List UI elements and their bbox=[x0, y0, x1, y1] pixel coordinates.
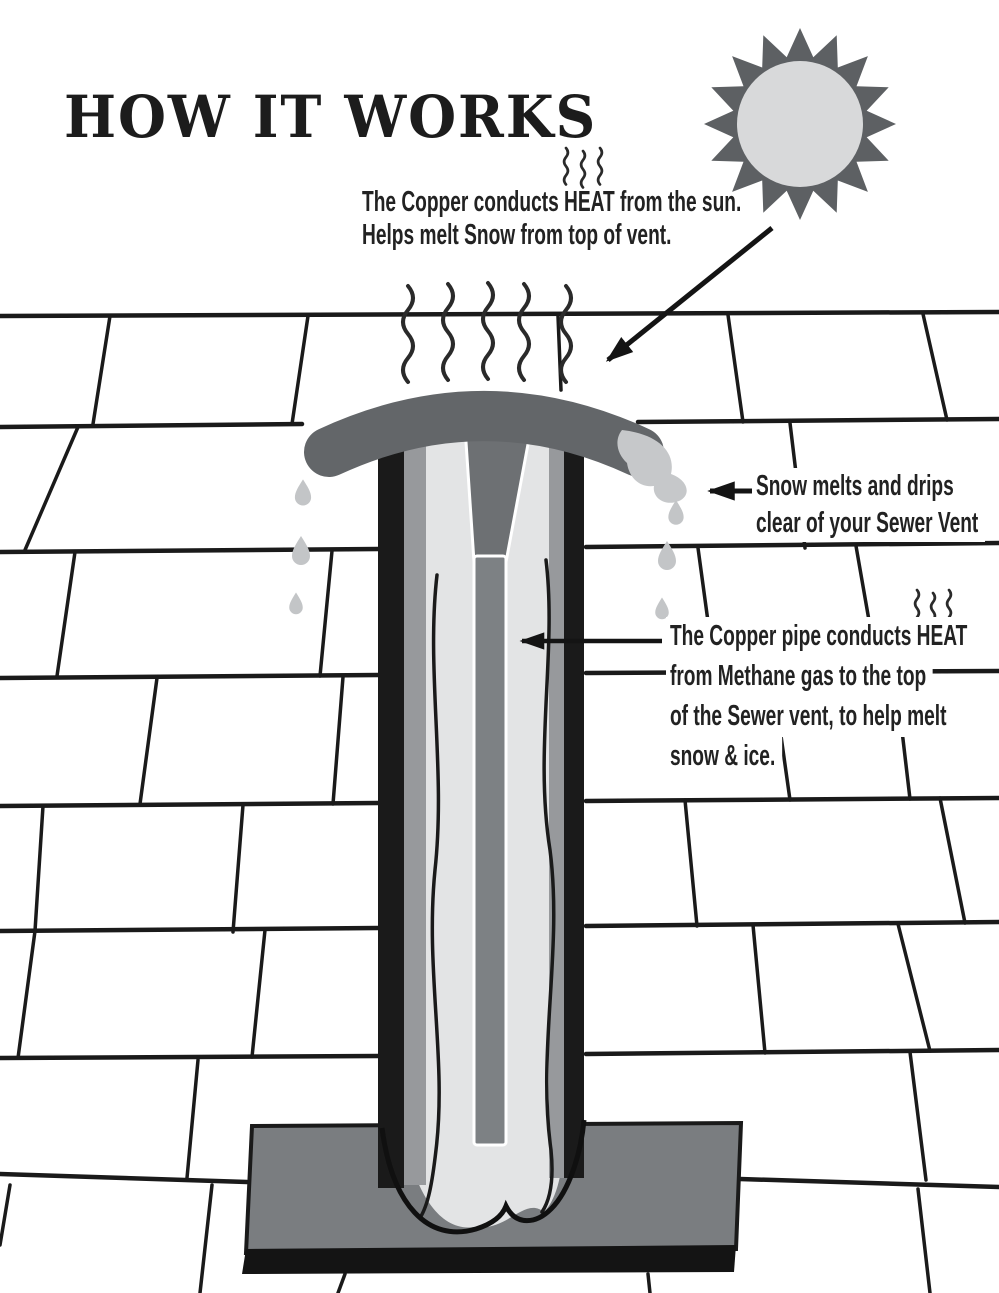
sun-caption-line2: Helps melt Snow from top of vent. bbox=[362, 219, 672, 251]
water-drop-icon bbox=[292, 536, 310, 565]
heat-wave-icon bbox=[596, 146, 604, 186]
water-drop-icon bbox=[289, 592, 303, 615]
heat-wave-icon bbox=[401, 284, 415, 384]
pipe-caption-line3: of the Sewer vent, to help melt bbox=[666, 697, 954, 737]
melting-snow bbox=[617, 430, 687, 503]
heat-wave-icon bbox=[562, 146, 570, 186]
pipe-wall-left bbox=[378, 443, 404, 1188]
vent-cap bbox=[304, 391, 664, 477]
water-drips-left bbox=[289, 479, 312, 615]
heat-waves-large bbox=[401, 281, 573, 384]
drip-caption: Snow melts and drips clear of your Sewer… bbox=[752, 468, 985, 542]
roof-shingles bbox=[0, 309, 999, 1293]
water-drop-icon bbox=[294, 479, 312, 506]
water-drop-icon bbox=[668, 500, 684, 525]
sun-arrow bbox=[605, 226, 774, 362]
pipe-caption: The Copper pipe conducts HEAT from Metha… bbox=[666, 617, 974, 777]
sun-caption-line1: The Copper conducts HEAT from the sun. bbox=[362, 186, 742, 218]
copper-pipe-strip bbox=[462, 410, 536, 1147]
sun-icon bbox=[704, 28, 896, 220]
pipe-caption-line4: snow & ice. bbox=[666, 737, 782, 777]
drip-caption-line1: Snow melts and drips bbox=[752, 468, 961, 505]
pipe-caption-line2: from Methane gas to the top bbox=[666, 657, 933, 697]
page-title: HOW IT WORKS bbox=[64, 82, 598, 151]
heat-wave-icon bbox=[441, 282, 455, 382]
pipe-wall-right bbox=[564, 443, 584, 1178]
pipe-texture-line bbox=[540, 558, 556, 1214]
heat-wave-icon bbox=[481, 281, 495, 381]
heat-wave-icon bbox=[579, 149, 587, 189]
pipe-texture-line bbox=[418, 573, 441, 1220]
pipe-broken-bottom-edge bbox=[379, 1119, 587, 1235]
annotation-arrows bbox=[519, 226, 774, 650]
water-drips-right bbox=[655, 500, 684, 620]
heat-waves-small-top bbox=[562, 146, 604, 189]
pipe-caption-line1: The Copper pipe conducts HEAT bbox=[666, 617, 974, 657]
water-drop-icon bbox=[655, 597, 669, 620]
sun-caption: The Copper conducts HEAT from the sun. H… bbox=[362, 186, 741, 252]
heat-wave-icon bbox=[559, 284, 573, 384]
heat-wave-icon bbox=[517, 282, 531, 382]
drip-caption-line2: clear of your Sewer Vent bbox=[752, 505, 985, 542]
